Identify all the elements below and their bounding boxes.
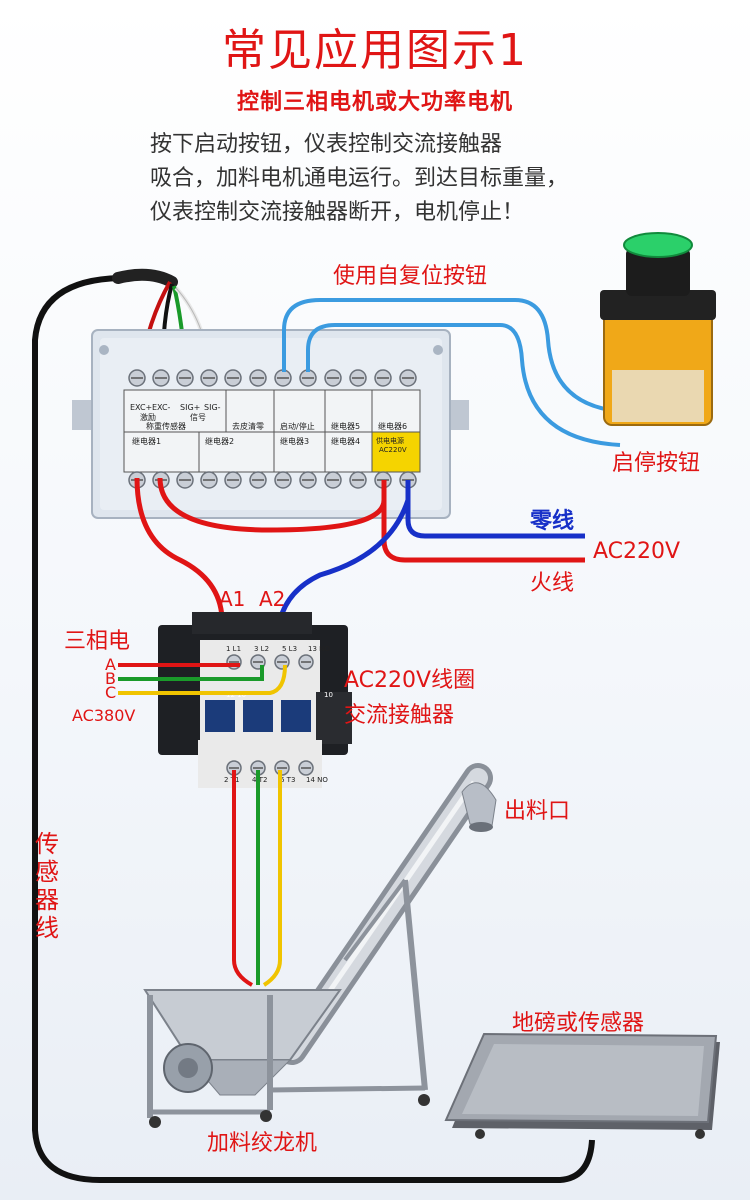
- coil-label: AC220V线圈: [344, 668, 475, 693]
- relay4-label: 继电器4: [331, 436, 360, 446]
- relay3-label: 继电器3: [280, 436, 309, 446]
- relay1-label: 继电器1: [132, 436, 161, 446]
- a1-label: A1: [219, 587, 245, 611]
- power-box-voltage: AC220V: [379, 446, 407, 454]
- page-subtitle: 控制三相电机或大功率电机: [236, 90, 513, 115]
- ac-contactor: 1 L1 3 L2 5 L3 13 NO 12 10 10 2 T1 4 T2 …: [158, 612, 352, 788]
- motor-wire-red: [232, 770, 254, 987]
- contactor-b1-label: 2 T1: [224, 776, 239, 784]
- description: 按下启动按钮，仪表控制交流接触器 吸合，加料电机通电运行。到达目标重量， 仪表控…: [150, 128, 670, 230]
- exc-plus-label: EXC+: [130, 403, 152, 412]
- sig-note: 信号: [190, 412, 206, 422]
- contactor-b3-label: 6 T3: [280, 776, 295, 784]
- button-wire-1: [282, 298, 611, 412]
- sensor-group-label: 称重传感器: [146, 421, 186, 431]
- outlet-label: 出料口: [504, 799, 570, 824]
- phase-b-wire: [118, 665, 264, 681]
- contactor-label: 交流接触器: [344, 703, 454, 728]
- start-stop-pushbutton: [600, 232, 716, 426]
- tare-label: 去皮清零: [232, 421, 264, 431]
- live-line-label: 火线: [530, 571, 574, 596]
- neutral-line-label: 零线: [529, 508, 574, 534]
- scale-label: 地磅或传感器: [512, 1011, 644, 1036]
- power-box-label: 供电电源: [376, 436, 404, 445]
- contactor-b4-label: 14 NO: [306, 776, 328, 784]
- green-button-cap: [623, 232, 693, 258]
- phase-a-label: A: [105, 655, 116, 674]
- relay5-label: 继电器5: [331, 421, 360, 431]
- contactor-t2-label: 3 L2: [254, 645, 269, 653]
- top-terminal-row: [128, 369, 417, 387]
- contactor-t1-label: 1 L1: [226, 645, 241, 653]
- ac380v-label: AC380V: [72, 706, 135, 725]
- sig-plus-label: SIG+: [180, 403, 200, 412]
- relay2-label: 继电器2: [205, 436, 234, 446]
- reset-button-note: 使用自复位按钮: [333, 264, 487, 289]
- a2-label: A2: [259, 587, 285, 611]
- exc-minus-label: EXC-: [152, 403, 171, 412]
- ac220v-label: AC220V: [593, 539, 680, 564]
- start-stop-label: 启动/停止: [280, 421, 315, 431]
- three-phase-label: 三相电: [64, 629, 130, 654]
- contactor-t3-label: 5 L3: [282, 645, 297, 653]
- exc-note: 激励: [140, 412, 156, 422]
- coil-wire-a2: [277, 499, 411, 621]
- page-title: 常见应用图示1: [222, 25, 528, 76]
- floor-scale: [444, 1032, 720, 1139]
- motor-wire-yellow: [262, 770, 282, 987]
- relay-wire-loop: [157, 477, 387, 533]
- description-line: 仪表控制交流接触器断开，电机停止！: [150, 200, 525, 225]
- description-line: 吸合，加料电机通电运行。到达目标重量，: [150, 166, 569, 191]
- screw-feeder: [143, 763, 497, 1128]
- phase-c-wire: [118, 664, 287, 695]
- feeder-label: 加料绞龙机: [207, 1131, 317, 1156]
- start-stop-button-label: 启停按钮: [612, 451, 700, 476]
- sensor-line-label: 传感器线: [35, 830, 59, 942]
- relay6-label: 继电器6: [378, 421, 407, 431]
- contactor-t4-label: 13 NO: [308, 645, 330, 653]
- neutral-wire: [405, 480, 585, 539]
- sensor-cable: [32, 275, 595, 1183]
- button-wire-2: [306, 323, 621, 447]
- sig-minus-label: SIG-: [204, 403, 221, 412]
- sensor-cable-sheath: [112, 268, 178, 288]
- phase-c-label: C: [105, 683, 116, 702]
- phase-b-label: B: [105, 669, 116, 688]
- coil-wire-a1: [134, 477, 225, 619]
- contactor-aux2-label: 10: [324, 691, 333, 699]
- description-line: 按下启动按钮，仪表控制交流接触器: [150, 132, 503, 157]
